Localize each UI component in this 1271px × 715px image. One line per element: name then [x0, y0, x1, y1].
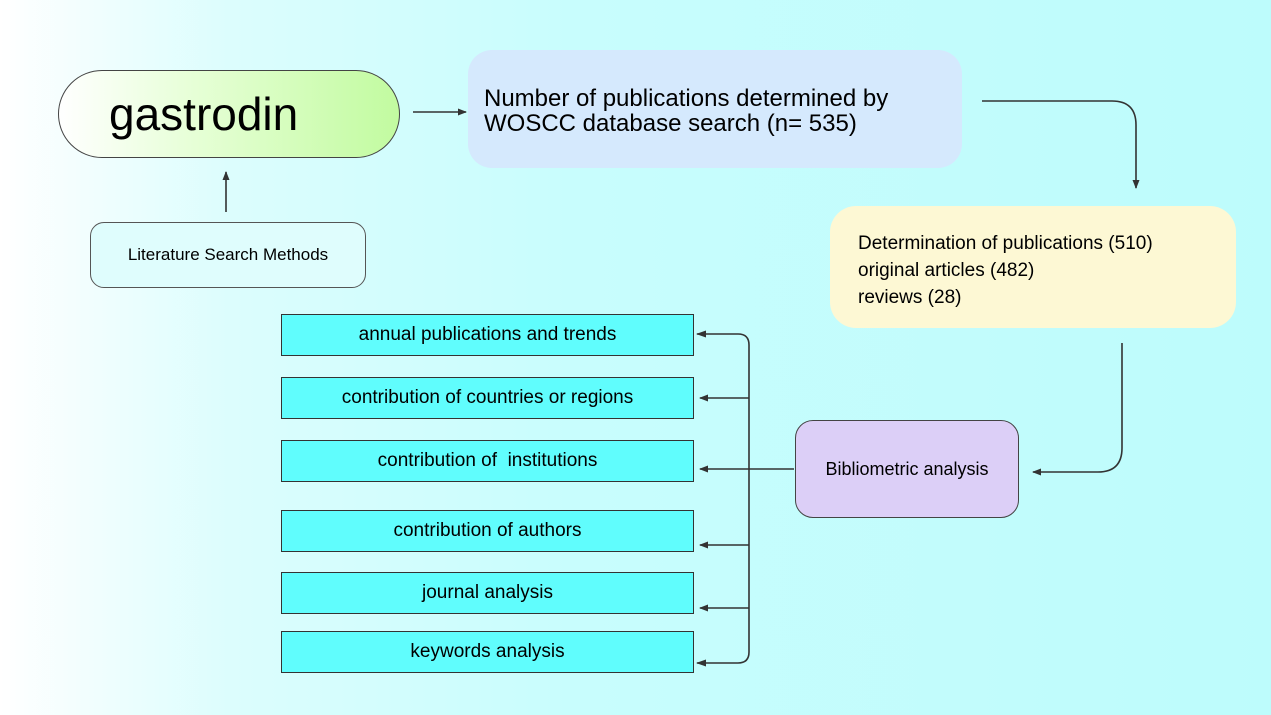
- analysis-bracket: [697, 333, 750, 664]
- analysis-authors: contribution of authors: [281, 510, 694, 552]
- arrowhead-annual: [696, 330, 706, 338]
- analysis-keywords: keywords analysis: [281, 631, 694, 673]
- determination-line-3: reviews (28): [858, 287, 962, 308]
- bibliometric-label: Bibliometric analysis: [825, 458, 989, 479]
- determination-line-2: original articles (482): [858, 260, 1035, 281]
- arrow-determination-to-bibliometric: [1032, 343, 1123, 476]
- literature-search-label: Literature Search Methods: [127, 245, 329, 264]
- woscc-line-1: Number of publications determined by: [484, 85, 889, 112]
- arrowhead-keywords: [696, 659, 706, 667]
- determination-line-1: Determination of publications (510): [858, 233, 1153, 254]
- analysis-journal: journal analysis: [281, 572, 694, 614]
- bibliometric-analysis-node: Bibliometric analysis: [795, 420, 1019, 518]
- analysis-countries-regions: contribution of countries or regions: [281, 377, 694, 419]
- gastrodin-node: gastrodin: [58, 70, 400, 158]
- woscc-search-node: Number of publications determined by WOS…: [468, 50, 962, 168]
- arrow-woscc-to-determination: [982, 100, 1140, 189]
- determination-node: Determination of publications (510) orig…: [830, 206, 1236, 328]
- literature-search-methods-node: Literature Search Methods: [90, 222, 366, 288]
- woscc-line-2: WOSCC database search (n= 535): [484, 110, 857, 137]
- analysis-institutions: contribution of institutions: [281, 440, 694, 482]
- gastrodin-label: gastrodin: [109, 88, 299, 140]
- analysis-annual-publications: annual publications and trends: [281, 314, 694, 356]
